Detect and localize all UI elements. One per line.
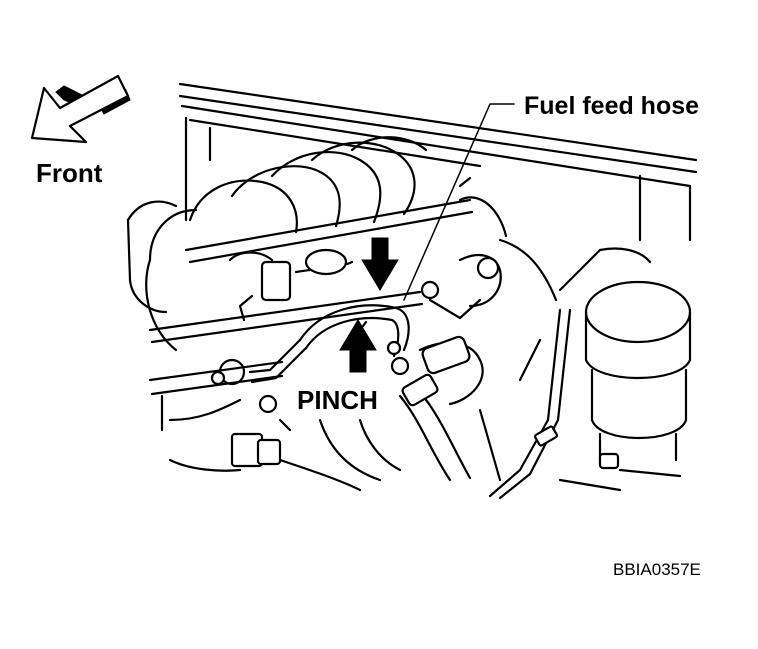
fuel-feed-hose-leader <box>403 103 515 301</box>
front-direction-arrow-icon <box>30 74 131 144</box>
throttle-rod <box>148 198 474 344</box>
hood-strut-bar <box>178 82 698 242</box>
fuel-filter-canister <box>584 280 692 470</box>
figure-code: BBIA0357E <box>613 560 701 579</box>
hose-with-clamp <box>398 176 508 482</box>
lower-engine-contours <box>318 338 682 492</box>
fuel-feed-hose-label: Fuel feed hose <box>524 92 700 120</box>
intake-manifold <box>126 136 428 352</box>
lower-left-components <box>148 360 362 492</box>
right-side-lines <box>488 238 652 500</box>
fuel-line-assembly <box>210 248 410 386</box>
front-label: Front <box>36 158 103 188</box>
pinch-arrows-icon <box>339 237 399 373</box>
pinch-label: PINCH <box>297 385 378 415</box>
